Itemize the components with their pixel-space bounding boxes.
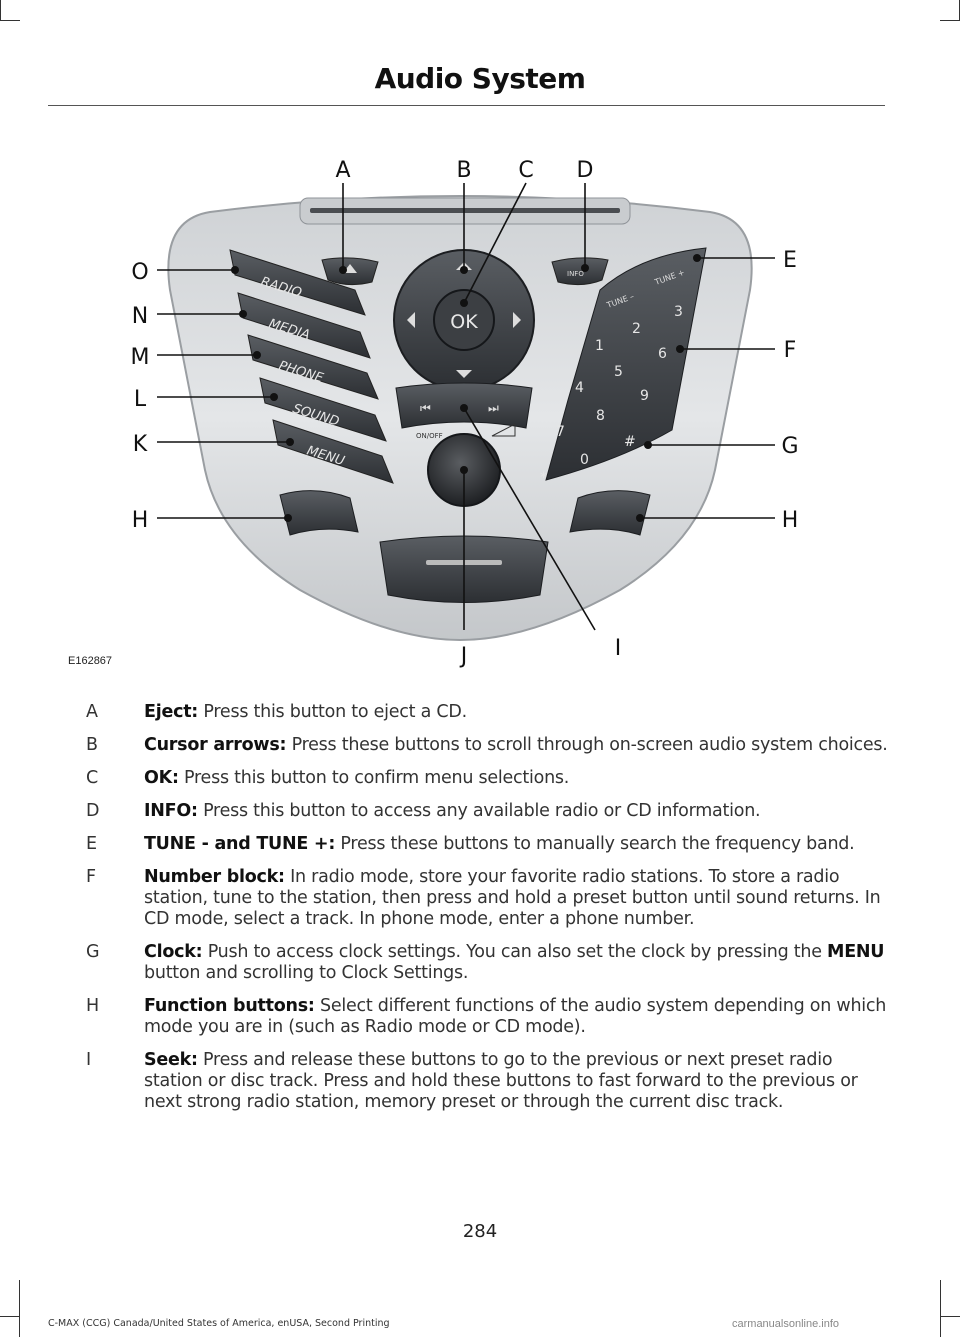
callout-o: O [131, 260, 148, 285]
legend-term: Clock: [144, 942, 203, 962]
callout-i: I [615, 636, 622, 661]
legend-term: OK: [144, 768, 179, 788]
figure-id: E162867 [68, 655, 112, 667]
list-item: A Eject: Press this button to eject a CD… [48, 702, 888, 723]
legend-list: A Eject: Press this button to eject a CD… [48, 702, 888, 1125]
callout-k: K [133, 432, 148, 457]
crop-mark [940, 1316, 960, 1317]
crop-mark [19, 1280, 20, 1337]
phone-end-left [279, 490, 359, 536]
callout-l: L [134, 387, 147, 412]
legend-desc: In radio mode, store your favorite radio… [144, 867, 881, 929]
legend-desc: Press these buttons to manually search t… [335, 834, 855, 854]
crop-mark [940, 20, 960, 21]
callout-b: B [456, 158, 471, 183]
key-2: 2 [632, 321, 641, 337]
callout-h-right: H [782, 508, 799, 533]
info-label: INFO [567, 270, 584, 278]
key-0: 0 [580, 452, 589, 468]
onoff-label: ON/OFF [416, 432, 443, 440]
key-1: 1 [595, 338, 604, 354]
svg-text:⏮: ⏮ [420, 401, 431, 415]
legend-key: E [86, 834, 98, 854]
page-title: Audio System [374, 62, 586, 95]
key-7: 7 [556, 424, 565, 440]
crop-mark [0, 0, 1, 20]
title-divider [48, 105, 885, 106]
right-keypad: TUNE – TUNE + 1 2 3 4 5 6 7 8 9 * 0 # [540, 247, 707, 486]
audio-panel-diagram: RADIO MEDIA PHONE SOUND MENU INFO OK ⏮ ⏭… [68, 158, 799, 669]
legend-key: C [86, 768, 99, 788]
crop-mark [940, 1280, 941, 1337]
list-item: H Function buttons: Select different fun… [48, 996, 888, 1038]
info-button-shape [551, 257, 609, 286]
list-item: G Clock: Push to access clock settings. … [48, 942, 888, 984]
legend-key: H [86, 996, 100, 1016]
legend-key: B [86, 735, 99, 755]
list-item: D INFO: Press this button to access any … [48, 801, 888, 822]
callout-a: A [335, 158, 350, 183]
list-item: I Seek: Press and release these buttons … [48, 1050, 888, 1113]
ok-label: OK [450, 311, 478, 333]
key-6: 6 [658, 346, 667, 362]
key-5: 5 [614, 364, 623, 380]
legend-term: Eject: [144, 702, 199, 722]
legend-desc: Press this button to access any availabl… [197, 801, 761, 821]
key-star: * [540, 470, 547, 486]
watermark: carmanualsonline.info [732, 1318, 840, 1330]
list-item: B Cursor arrows: Press these buttons to … [48, 735, 888, 756]
key-4: 4 [575, 380, 584, 396]
callout-m: M [131, 345, 150, 370]
legend-key: G [86, 942, 100, 962]
key-8: 8 [596, 408, 605, 424]
list-item: C OK: Press this button to confirm menu … [48, 768, 888, 789]
legend-desc: Press this button to confirm menu select… [178, 768, 570, 788]
callout-j: J [459, 644, 468, 669]
crop-mark [0, 1316, 20, 1317]
phone-call-right [569, 490, 651, 536]
callout-e: E [783, 248, 797, 273]
svg-text:⏭: ⏭ [488, 401, 499, 415]
legend-key: I [86, 1050, 92, 1070]
key-hash: # [624, 434, 636, 450]
legend-desc: Push to access clock settings. You can a… [202, 942, 828, 962]
legend-desc-2: button and scrolling to Clock Settings. [144, 963, 469, 983]
callout-d: D [577, 158, 594, 183]
legend-key: D [86, 801, 100, 821]
legend-term: Cursor arrows: [144, 735, 287, 755]
list-item: F Number block: In radio mode, store you… [48, 867, 888, 930]
legend-term: INFO: [144, 801, 198, 821]
list-item: E TUNE - and TUNE +: Press these buttons… [48, 834, 888, 855]
callout-c: C [518, 158, 533, 183]
legend-term: Function buttons: [144, 996, 315, 1016]
callout-f: F [784, 338, 797, 363]
key-3: 3 [674, 304, 683, 320]
legend-desc: Press this button to eject a CD. [198, 702, 467, 722]
callout-n: N [132, 304, 148, 329]
legend-term: Number block: [144, 867, 285, 887]
legend-term: TUNE - and TUNE +: [144, 834, 336, 854]
legend-desc: Press and release these buttons to go to… [144, 1050, 858, 1112]
footer-text: C-MAX (CCG) Canada/United States of Amer… [48, 1318, 390, 1329]
legend-key: F [86, 867, 97, 887]
legend-key: A [86, 702, 98, 722]
crop-mark [0, 20, 20, 21]
legend-desc: Press these buttons to scroll through on… [286, 735, 888, 755]
callout-g: G [781, 434, 798, 459]
legend-term-menu: MENU [827, 942, 885, 962]
legend-desc: Select different functions of the audio … [144, 996, 887, 1037]
callout-h-left: H [132, 508, 149, 533]
key-9: 9 [640, 388, 649, 404]
legend-term: Seek: [144, 1050, 198, 1070]
page-number: 284 [462, 1221, 498, 1242]
